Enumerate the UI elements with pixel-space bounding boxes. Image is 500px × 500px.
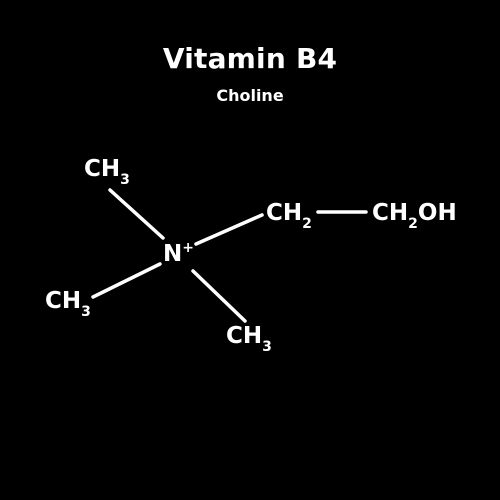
- diagram-subtitle: Choline: [216, 86, 284, 105]
- diagram-title: Vitamin B4: [162, 42, 338, 75]
- bond-n-ch2: [194, 213, 264, 246]
- atom-ch2oh: CH2OH: [372, 200, 457, 232]
- atom-ch3-bottom: CH3: [226, 323, 272, 355]
- bond-n-ch3-left: [91, 262, 162, 299]
- atom-ch3-top: CH3: [84, 156, 130, 188]
- atom-ch2: CH2: [266, 200, 312, 232]
- atom-ch3-left: CH3: [45, 288, 91, 320]
- bond-n-ch3-bottom: [191, 269, 247, 323]
- bond-n-ch3-top: [108, 188, 165, 240]
- atom-nitrogen: N+: [163, 240, 194, 267]
